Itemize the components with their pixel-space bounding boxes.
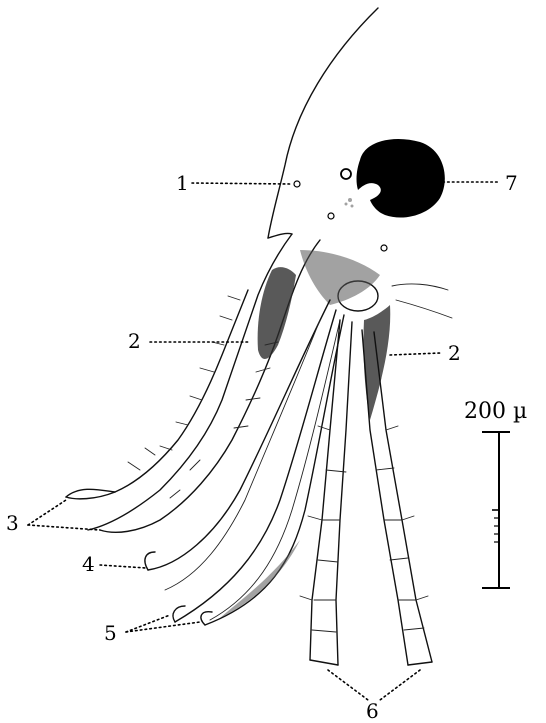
pores	[294, 181, 387, 251]
scale-bar-label: 200 µ	[464, 399, 527, 424]
label-1: 1	[176, 171, 189, 195]
label-4: 4	[82, 552, 95, 576]
label-3: 3	[6, 511, 19, 535]
left-appendage	[66, 234, 320, 532]
label-5: 5	[104, 621, 117, 645]
segmented-legs	[300, 320, 432, 665]
label-2-right: 2	[448, 341, 461, 365]
compound-eye	[341, 139, 445, 218]
label-6: 6	[366, 699, 379, 723]
label-2-left: 2	[128, 329, 141, 353]
scale-bar: 200 µ	[464, 399, 527, 588]
label-7: 7	[505, 171, 518, 195]
flagella	[145, 300, 344, 625]
